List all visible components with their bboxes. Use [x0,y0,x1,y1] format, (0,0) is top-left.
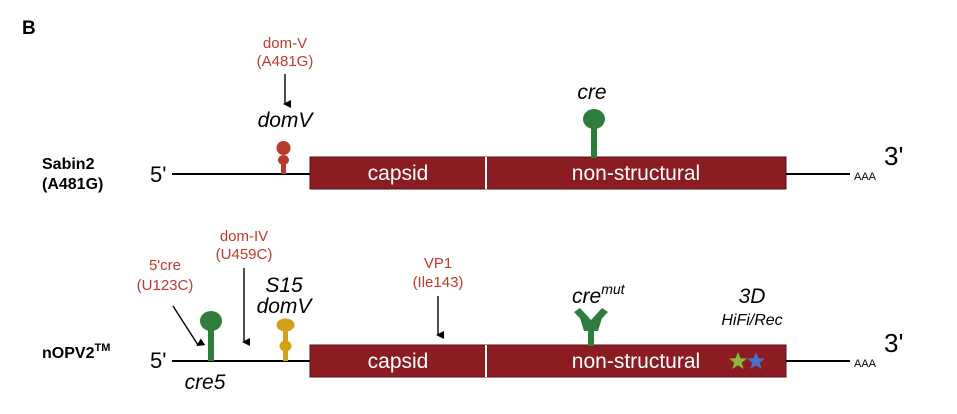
sabin2-domv-annotation: dom-V [263,35,307,52]
sabin2-polya: AAA [854,171,877,183]
nopv2-domiv-annotation-mutation: (U459C) [216,246,273,263]
sabin2-row: Sabin2 (A481G) 5' dom-V (A481G) domV cap… [42,35,903,193]
sabin2-three-prime: 3' [884,141,903,171]
nopv2-cre5-label: cre5 [185,371,226,394]
nopv2-domv-label: domV [257,295,314,318]
nopv2-cremut-hairpin-icon [574,308,608,346]
sabin2-domv-label: domV [258,109,315,132]
nopv2-hifi-label: HiFi/Rec [721,312,782,329]
sabin2-domv-hairpin-icon [276,141,291,174]
nopv2-label: nOPV2TM [42,342,110,362]
sabin2-label: Sabin2 [42,156,95,173]
nopv2-capsid-segment [309,344,487,378]
nopv2-cre5-hairpin-icon [200,311,222,361]
blue-star-icon [747,352,765,369]
sabin2-sublabel: (A481G) [42,176,103,193]
sabin2-five-prime: 5' [150,162,166,187]
nopv2-cremut-label: cremut [572,281,626,308]
nopv2-cre5-arrow [172,305,206,347]
nopv2-three-prime: 3' [884,328,903,358]
nopv2-cre5-annotation: 5'cre [149,257,181,274]
nopv2-row: nOPV2TM 5' 5'cre (U123C) cre5 dom-IV (U4… [42,228,903,394]
sabin2-domv-annotation-mutation: (A481G) [257,53,314,70]
nopv2-domiv-annotation: dom-IV [220,228,268,245]
sabin2-capsid-segment [309,156,487,190]
sabin2-capsid-label: capsid [368,162,429,185]
nopv2-s15-label: S15 [265,274,303,297]
sabin2-cre-hairpin-icon [583,109,605,158]
nopv2-vp1-annotation-mutation: (Ile143) [413,274,464,291]
nopv2-domv-hairpin-icon [276,318,295,361]
nopv2-cre5-annotation-mutation: (U123C) [137,277,194,294]
sabin2-nonstructural-label: non-structural [572,162,700,185]
nopv2-polya: AAA [854,358,877,370]
panel-letter: B [22,18,36,39]
sabin2-cre-label: cre [577,81,606,104]
green-star-icon [729,352,747,369]
nopv2-five-prime: 5' [150,348,166,373]
nopv2-3d-label: 3D [739,285,766,308]
nopv2-nonstructural-label: non-structural [572,350,700,373]
nopv2-vp1-annotation: VP1 [424,255,452,272]
nopv2-capsid-label: capsid [368,350,429,373]
